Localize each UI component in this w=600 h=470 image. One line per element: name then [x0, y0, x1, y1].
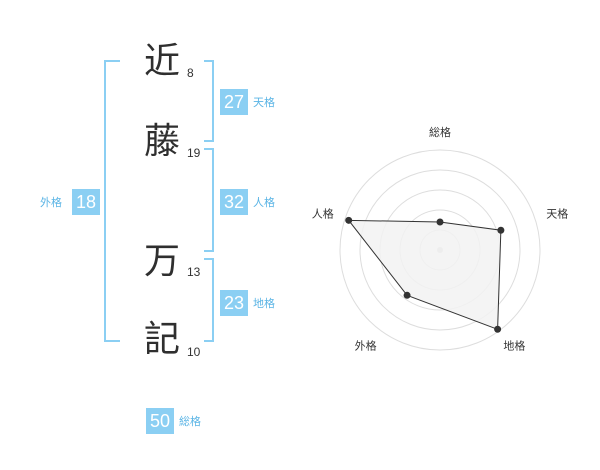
radar-axis-label-5: 人格 [312, 207, 334, 221]
radar-ring [339, 149, 541, 351]
tenkaku-badge: 27 [220, 89, 248, 115]
soukaku-badge: 50 [146, 408, 174, 434]
gaikaku-bracket [104, 60, 120, 342]
gaikaku-badge: 18 [72, 189, 100, 215]
name-char-4: 記 [143, 319, 180, 360]
stroke-count-1: 8 [187, 66, 194, 80]
radar-ring [359, 169, 521, 331]
name-char-3: 万 [143, 241, 180, 282]
soukaku-label: 総格 [179, 415, 201, 428]
radar-series-polygon [347, 219, 502, 330]
radar-point-2 [497, 226, 505, 234]
tenkaku-label: 天格 [253, 96, 275, 109]
chikaku-label: 地格 [253, 297, 275, 310]
radar-point-3 [494, 325, 502, 333]
stroke-count-3: 13 [187, 265, 201, 279]
jinkaku-label: 人格 [253, 196, 275, 209]
radar-axis-label-1: 総格 [429, 125, 451, 139]
radar-point-4 [403, 291, 411, 299]
radar-axis-label-3: 地格 [503, 338, 525, 352]
jinkaku-bracket [204, 148, 214, 252]
radar-axis-label-4: 外格 [355, 338, 377, 352]
name-char-2: 藤 [143, 121, 180, 162]
radar-axis-label-2: 天格 [546, 207, 568, 221]
chikaku-badge: 23 [220, 290, 248, 316]
name-char-1: 近 [143, 41, 180, 82]
jinkaku-badge: 32 [220, 189, 248, 215]
chikaku-bracket [204, 258, 214, 342]
radar-point-1 [436, 218, 444, 226]
stroke-count-2: 19 [187, 146, 201, 160]
radar-point-5 [345, 216, 353, 224]
tenkaku-bracket [204, 60, 214, 142]
stroke-count-4: 10 [187, 345, 201, 359]
gaikaku-label: 外格 [40, 196, 62, 209]
